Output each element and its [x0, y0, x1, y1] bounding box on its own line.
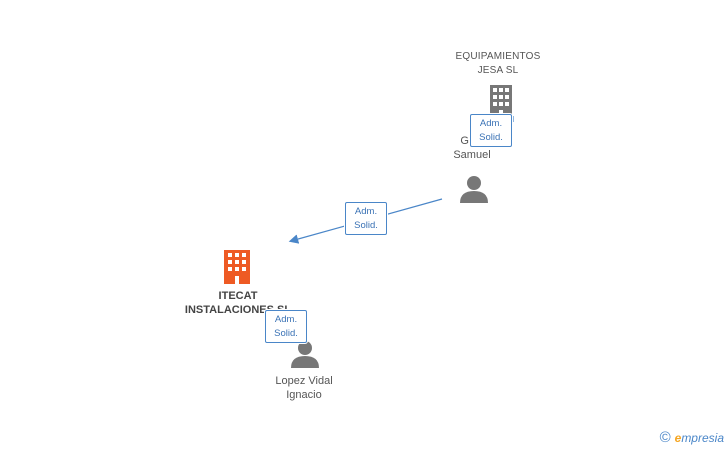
- role-badge-line2: Solid.: [354, 220, 378, 231]
- equipamientos-name-line2: JESA SL: [477, 65, 519, 76]
- lopez-name-line2: Ignacio: [286, 389, 322, 401]
- role-badge-line2: Solid.: [479, 132, 503, 143]
- brand-rest: mpresia: [681, 431, 724, 445]
- itecat-name[interactable]: ITECAT INSTALACIONES SL: [168, 289, 308, 317]
- role-badge-line2: Solid.: [274, 328, 298, 339]
- equipamientos-name[interactable]: EQUIPAMIENTOS JESA SL: [430, 50, 566, 78]
- person-icon[interactable]: [290, 340, 320, 368]
- role-badge-line1: Adm.: [354, 206, 378, 217]
- lopez-name-line1: Lopez Vidal: [275, 375, 333, 387]
- copyright-symbol: ©: [659, 429, 671, 446]
- role-badge-edge[interactable]: Adm. Solid.: [345, 202, 387, 235]
- gabi-name-line2: Samuel: [453, 149, 491, 161]
- building-icon[interactable]: [489, 85, 513, 117]
- role-badge-line1: Adm.: [479, 118, 503, 129]
- brand-initial: e: [674, 431, 682, 445]
- lopez-name[interactable]: Lopez Vidal Ignacio: [252, 374, 356, 402]
- itecat-name-line1: ITECAT: [218, 290, 258, 302]
- building-icon[interactable]: [222, 250, 252, 284]
- role-badge-line1: Adm.: [274, 314, 298, 325]
- role-badge-itecat[interactable]: Adm. Solid.: [265, 310, 307, 343]
- equipamientos-name-line1: EQUIPAMIENTOS: [455, 51, 541, 62]
- person-icon[interactable]: [459, 175, 489, 203]
- role-badge-equipamientos[interactable]: Adm. Solid.: [470, 114, 512, 147]
- empresia-watermark: ©empresia: [660, 429, 724, 446]
- itecat-name-line2: INSTALACIONES SL: [184, 304, 292, 316]
